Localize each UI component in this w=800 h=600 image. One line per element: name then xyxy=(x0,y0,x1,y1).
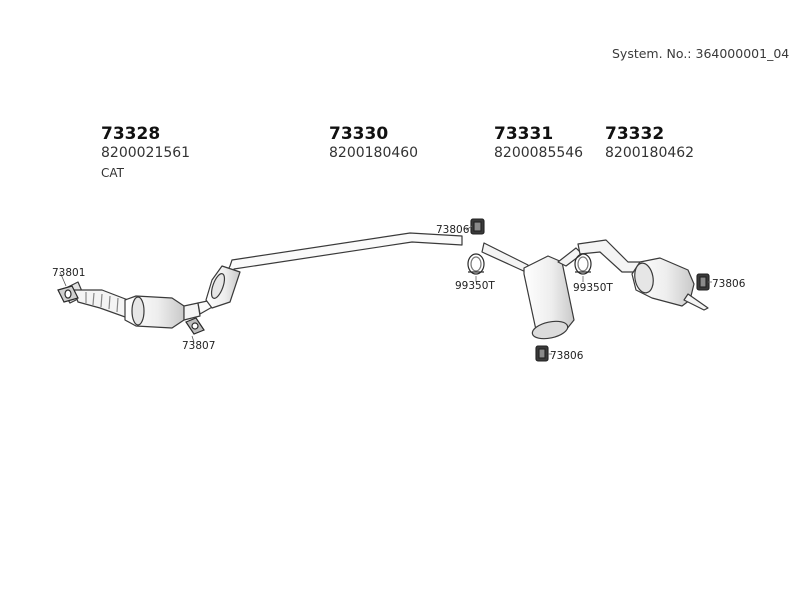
part-label-73330: 73330 8200180460 xyxy=(329,124,418,163)
part-number: 73331 xyxy=(494,124,554,144)
oe-number: 8200180462 xyxy=(605,145,695,162)
callout-73806-mid: 73806 xyxy=(550,350,584,362)
front-pipe-catalytic-converter[interactable] xyxy=(61,281,201,329)
clamp-99350T-left[interactable] xyxy=(467,253,485,275)
callout-73806-top: 73806 xyxy=(436,224,470,236)
part-number: 73332 xyxy=(605,124,665,144)
clamp-73807[interactable] xyxy=(185,317,205,343)
oe-number: 8200085546 xyxy=(494,145,584,162)
rubber-mount-73806-right[interactable] xyxy=(696,273,710,291)
part-note: CAT xyxy=(101,165,124,180)
system-number: System. No.: 364000001_04 xyxy=(612,46,790,61)
callout-73801: 73801 xyxy=(52,267,85,279)
part-label-73331: 73331 8200085546 xyxy=(494,124,583,163)
callout-99350T-left: 99350T xyxy=(455,280,495,292)
callout-73806-right: 73806 xyxy=(712,278,746,290)
part-label-73328: 73328 8200021561 CAT xyxy=(101,124,190,181)
intermediate-pipe[interactable] xyxy=(197,232,463,315)
oe-number: 8200180460 xyxy=(329,145,419,162)
leader-lines xyxy=(465,225,712,355)
oe-number: 8200021561 xyxy=(101,145,191,162)
rubber-mount-73806-top[interactable] xyxy=(470,218,485,235)
callout-99350T-right: 99350T xyxy=(573,282,613,294)
clamp-99350T-right[interactable] xyxy=(574,253,592,275)
gasket-73801[interactable] xyxy=(57,271,79,303)
callout-73807: 73807 xyxy=(182,340,215,352)
rubber-mount-73806-mid[interactable] xyxy=(535,345,549,362)
part-number: 73330 xyxy=(329,124,389,144)
center-muffler[interactable] xyxy=(481,242,583,342)
rear-muffler[interactable] xyxy=(577,239,709,311)
part-label-73332: 73332 8200180462 xyxy=(605,124,694,163)
part-number: 73328 xyxy=(101,124,161,144)
